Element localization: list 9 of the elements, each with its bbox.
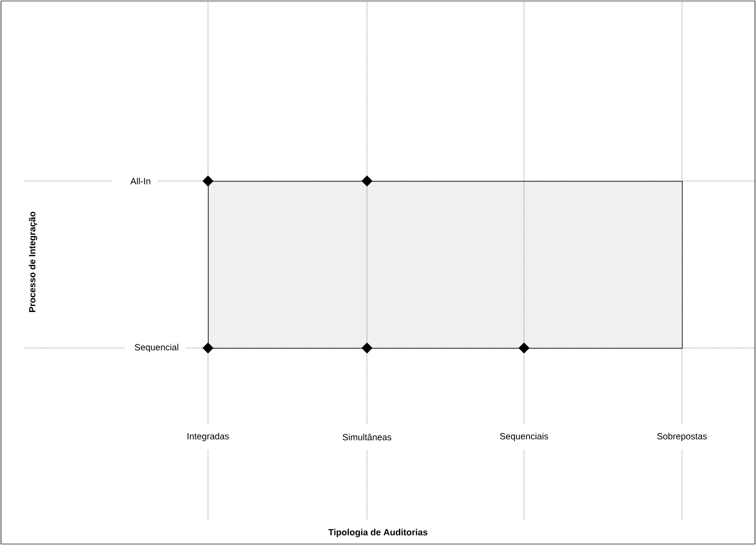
shaded-region	[208, 181, 683, 349]
axis-tick-label: All-In	[130, 178, 150, 184]
axis-tick-label: Integradas	[188, 432, 229, 442]
axis-tick-label: Sobrepostas	[657, 432, 707, 442]
axis-title: Processo de Integração	[28, 212, 38, 312]
axis-tick-label: Sequenciais	[500, 432, 548, 442]
axis-tick-label: Simultâneas	[342, 434, 392, 440]
axis-tick-label: Sequencial	[134, 344, 178, 352]
axis-title: Tipologia de Auditorias	[328, 528, 428, 538]
